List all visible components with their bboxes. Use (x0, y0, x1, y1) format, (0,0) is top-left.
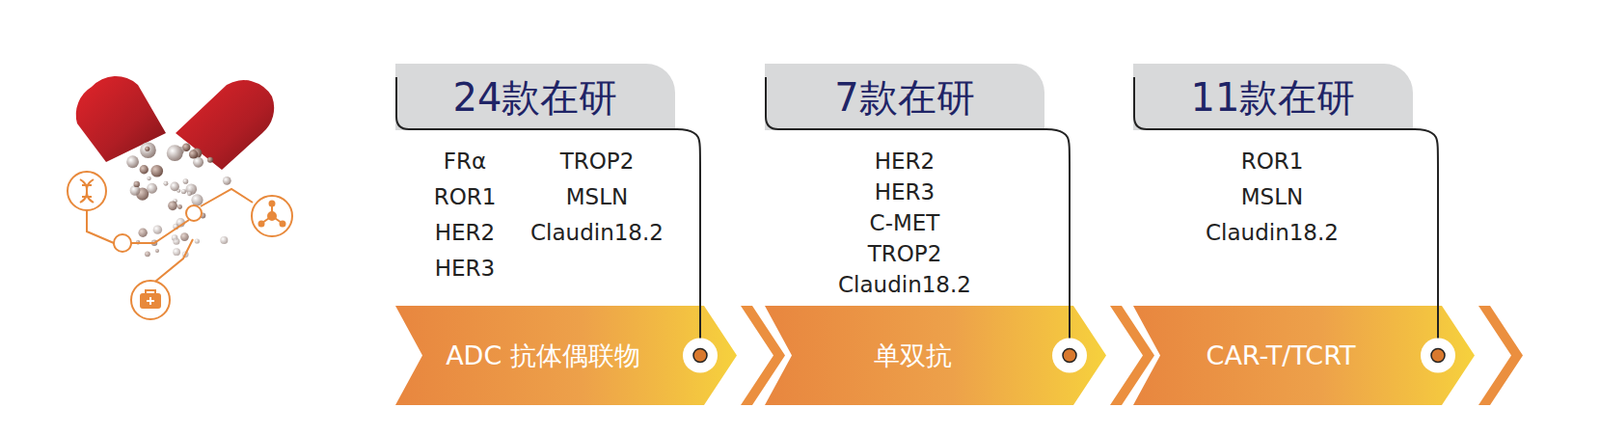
particle (163, 181, 169, 187)
particle (177, 204, 183, 210)
particle (134, 181, 140, 188)
particle (155, 248, 160, 253)
particle (130, 185, 141, 196)
category-name: CAR-T/TCRT (1206, 342, 1356, 369)
leader-line (675, 129, 701, 306)
particle (153, 224, 163, 234)
particle (126, 155, 139, 168)
category-chevron: 单双抗 (764, 305, 1107, 406)
target-name: HER3 (434, 257, 495, 280)
particle (137, 228, 147, 238)
target-name: HER2 (434, 221, 495, 245)
count-tab: 7款在研 (764, 63, 1045, 131)
particle (167, 200, 178, 211)
particle (139, 164, 149, 174)
particle (187, 190, 192, 196)
category-name: ADC 抗体偶联物 (445, 342, 641, 369)
capsule-right (175, 80, 274, 170)
capsule-left (76, 76, 166, 163)
category-chevron: CAR-T/TCRT (1133, 305, 1475, 406)
particles (126, 141, 231, 258)
target-name: HER3 (874, 181, 935, 204)
particle (144, 250, 151, 257)
particle (219, 236, 228, 245)
leader-line (1044, 129, 1070, 306)
count-heading: 7款在研 (834, 78, 975, 117)
particle (183, 178, 190, 185)
category-name: 单双抗 (873, 342, 952, 369)
target-name: TROP2 (560, 150, 635, 173)
count-heading: 11款在研 (1191, 78, 1356, 117)
particle (180, 232, 190, 242)
particle (166, 144, 184, 162)
particle (144, 146, 150, 152)
particle (146, 176, 151, 181)
target-name: MSLN (1241, 186, 1303, 209)
category-chevron: ADC 抗体偶联物 (395, 305, 737, 406)
particle (169, 182, 180, 192)
target-name: Claudin18.2 (838, 273, 972, 297)
particle (146, 183, 158, 194)
particle (189, 149, 198, 159)
particle (139, 141, 157, 159)
particle (194, 238, 200, 244)
target-name: Claudin18.2 (530, 221, 664, 245)
particle (222, 176, 232, 186)
target-name: ROR1 (1241, 150, 1304, 173)
target-name: HER2 (874, 150, 935, 173)
particle (172, 238, 180, 245)
leader-line (1412, 129, 1438, 306)
particle (190, 193, 203, 206)
particle (150, 164, 163, 178)
target-name: TROP2 (867, 243, 943, 266)
target-name: FRα (443, 150, 487, 173)
particle (181, 189, 187, 194)
count-tab: 24款在研 (395, 63, 676, 131)
target-name: C-MET (869, 212, 941, 235)
count-heading: 24款在研 (453, 78, 619, 117)
target-name: Claudin18.2 (1205, 221, 1339, 245)
particle (172, 247, 181, 256)
target-name: MSLN (566, 186, 628, 209)
icon-network (67, 171, 293, 320)
particle (207, 157, 214, 163)
count-tab: 11款在研 (1133, 63, 1413, 131)
target-name: ROR1 (433, 186, 497, 209)
